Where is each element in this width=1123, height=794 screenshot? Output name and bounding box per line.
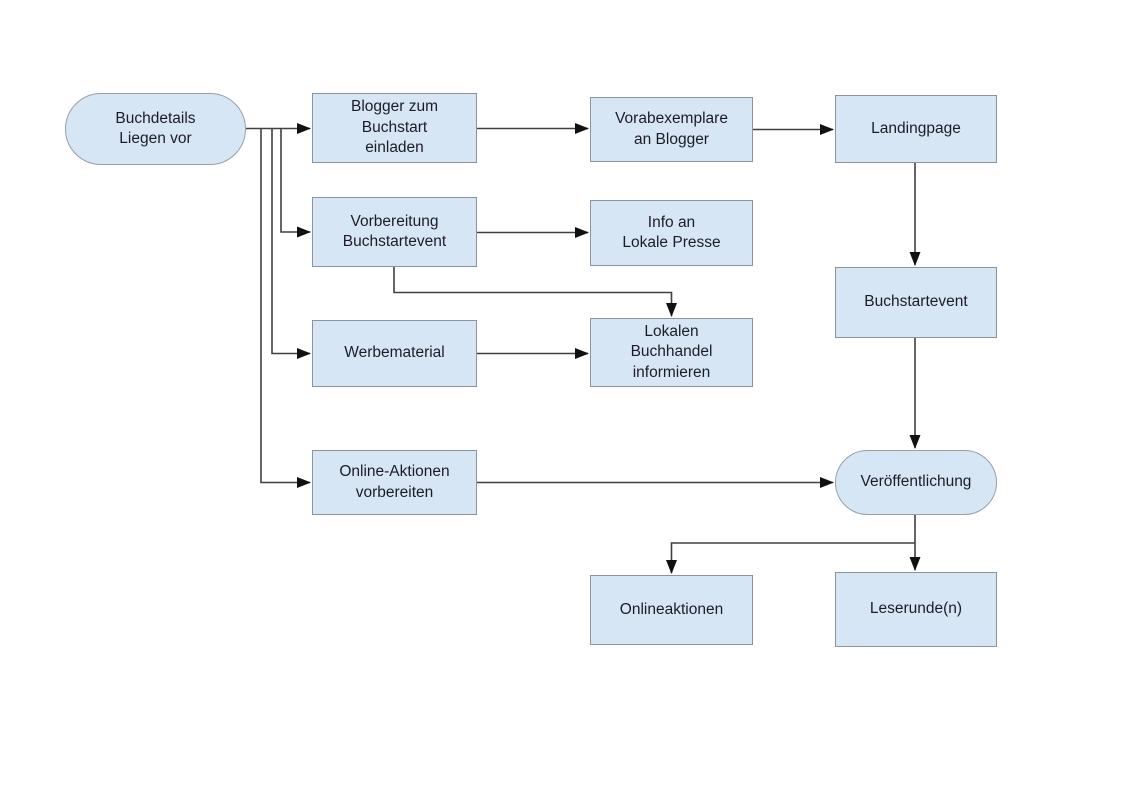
connector-vorbereitung-to-buchhandel [393,267,677,317]
connector-start-to-vorbereitung [280,128,311,238]
node-info-an-lokale-presse: Info an Lokale Presse [590,200,753,266]
node-label: Lokalen Buchhandel informieren [630,322,713,381]
node-label: Blogger zum Buchstart einladen [350,98,438,157]
node-label: Landingpage [871,119,961,137]
node-label: Vorabexemplare an Blogger [615,110,728,148]
node-label: Buchdetails Liegen vor [115,109,196,147]
node-landingpage: Landingpage [835,95,997,163]
node-onlineaktionen: Onlineaktionen [590,575,753,645]
node-buchstartevent: Buchstartevent [835,267,997,338]
node-buchdetails-liegen-vor: Buchdetails Liegen vor [65,93,246,165]
connector-veroeffentlichung-to-onlineaktionen [666,542,915,574]
node-vorabexemplare-an-blogger: Vorabexemplare an Blogger [590,97,753,162]
node-werbematerial: Werbematerial [312,320,477,387]
node-veroeffentlichung: Veröffentlichung [835,450,997,515]
node-label: Onlineaktionen [619,600,724,618]
node-label: Leserunde(n) [869,600,963,618]
node-blogger-zum-buchstart-einladen: Blogger zum Buchstart einladen [312,93,477,163]
node-vorbereitung-buchstartevent: Vorbereitung Buchstartevent [312,197,477,267]
node-label: Werbematerial [344,344,445,362]
node-lokalen-buchhandel-informieren: Lokalen Buchhandel informieren [590,318,753,387]
node-label: Info an Lokale Presse [622,213,721,251]
node-label: Online-Aktionen vorbereiten [339,463,450,501]
node-online-aktionen-vorbereiten: Online-Aktionen vorbereiten [312,450,477,515]
node-label: Vorbereitung Buchstartevent [342,212,447,250]
node-label: Buchstartevent [864,293,968,311]
node-label: Veröffentlichung [860,473,972,491]
connector-start-to-online-aktionen [260,128,311,488]
connector-start-to-werbematerial [271,128,311,359]
node-leserunde-n: Leserunde(n) [835,572,997,647]
